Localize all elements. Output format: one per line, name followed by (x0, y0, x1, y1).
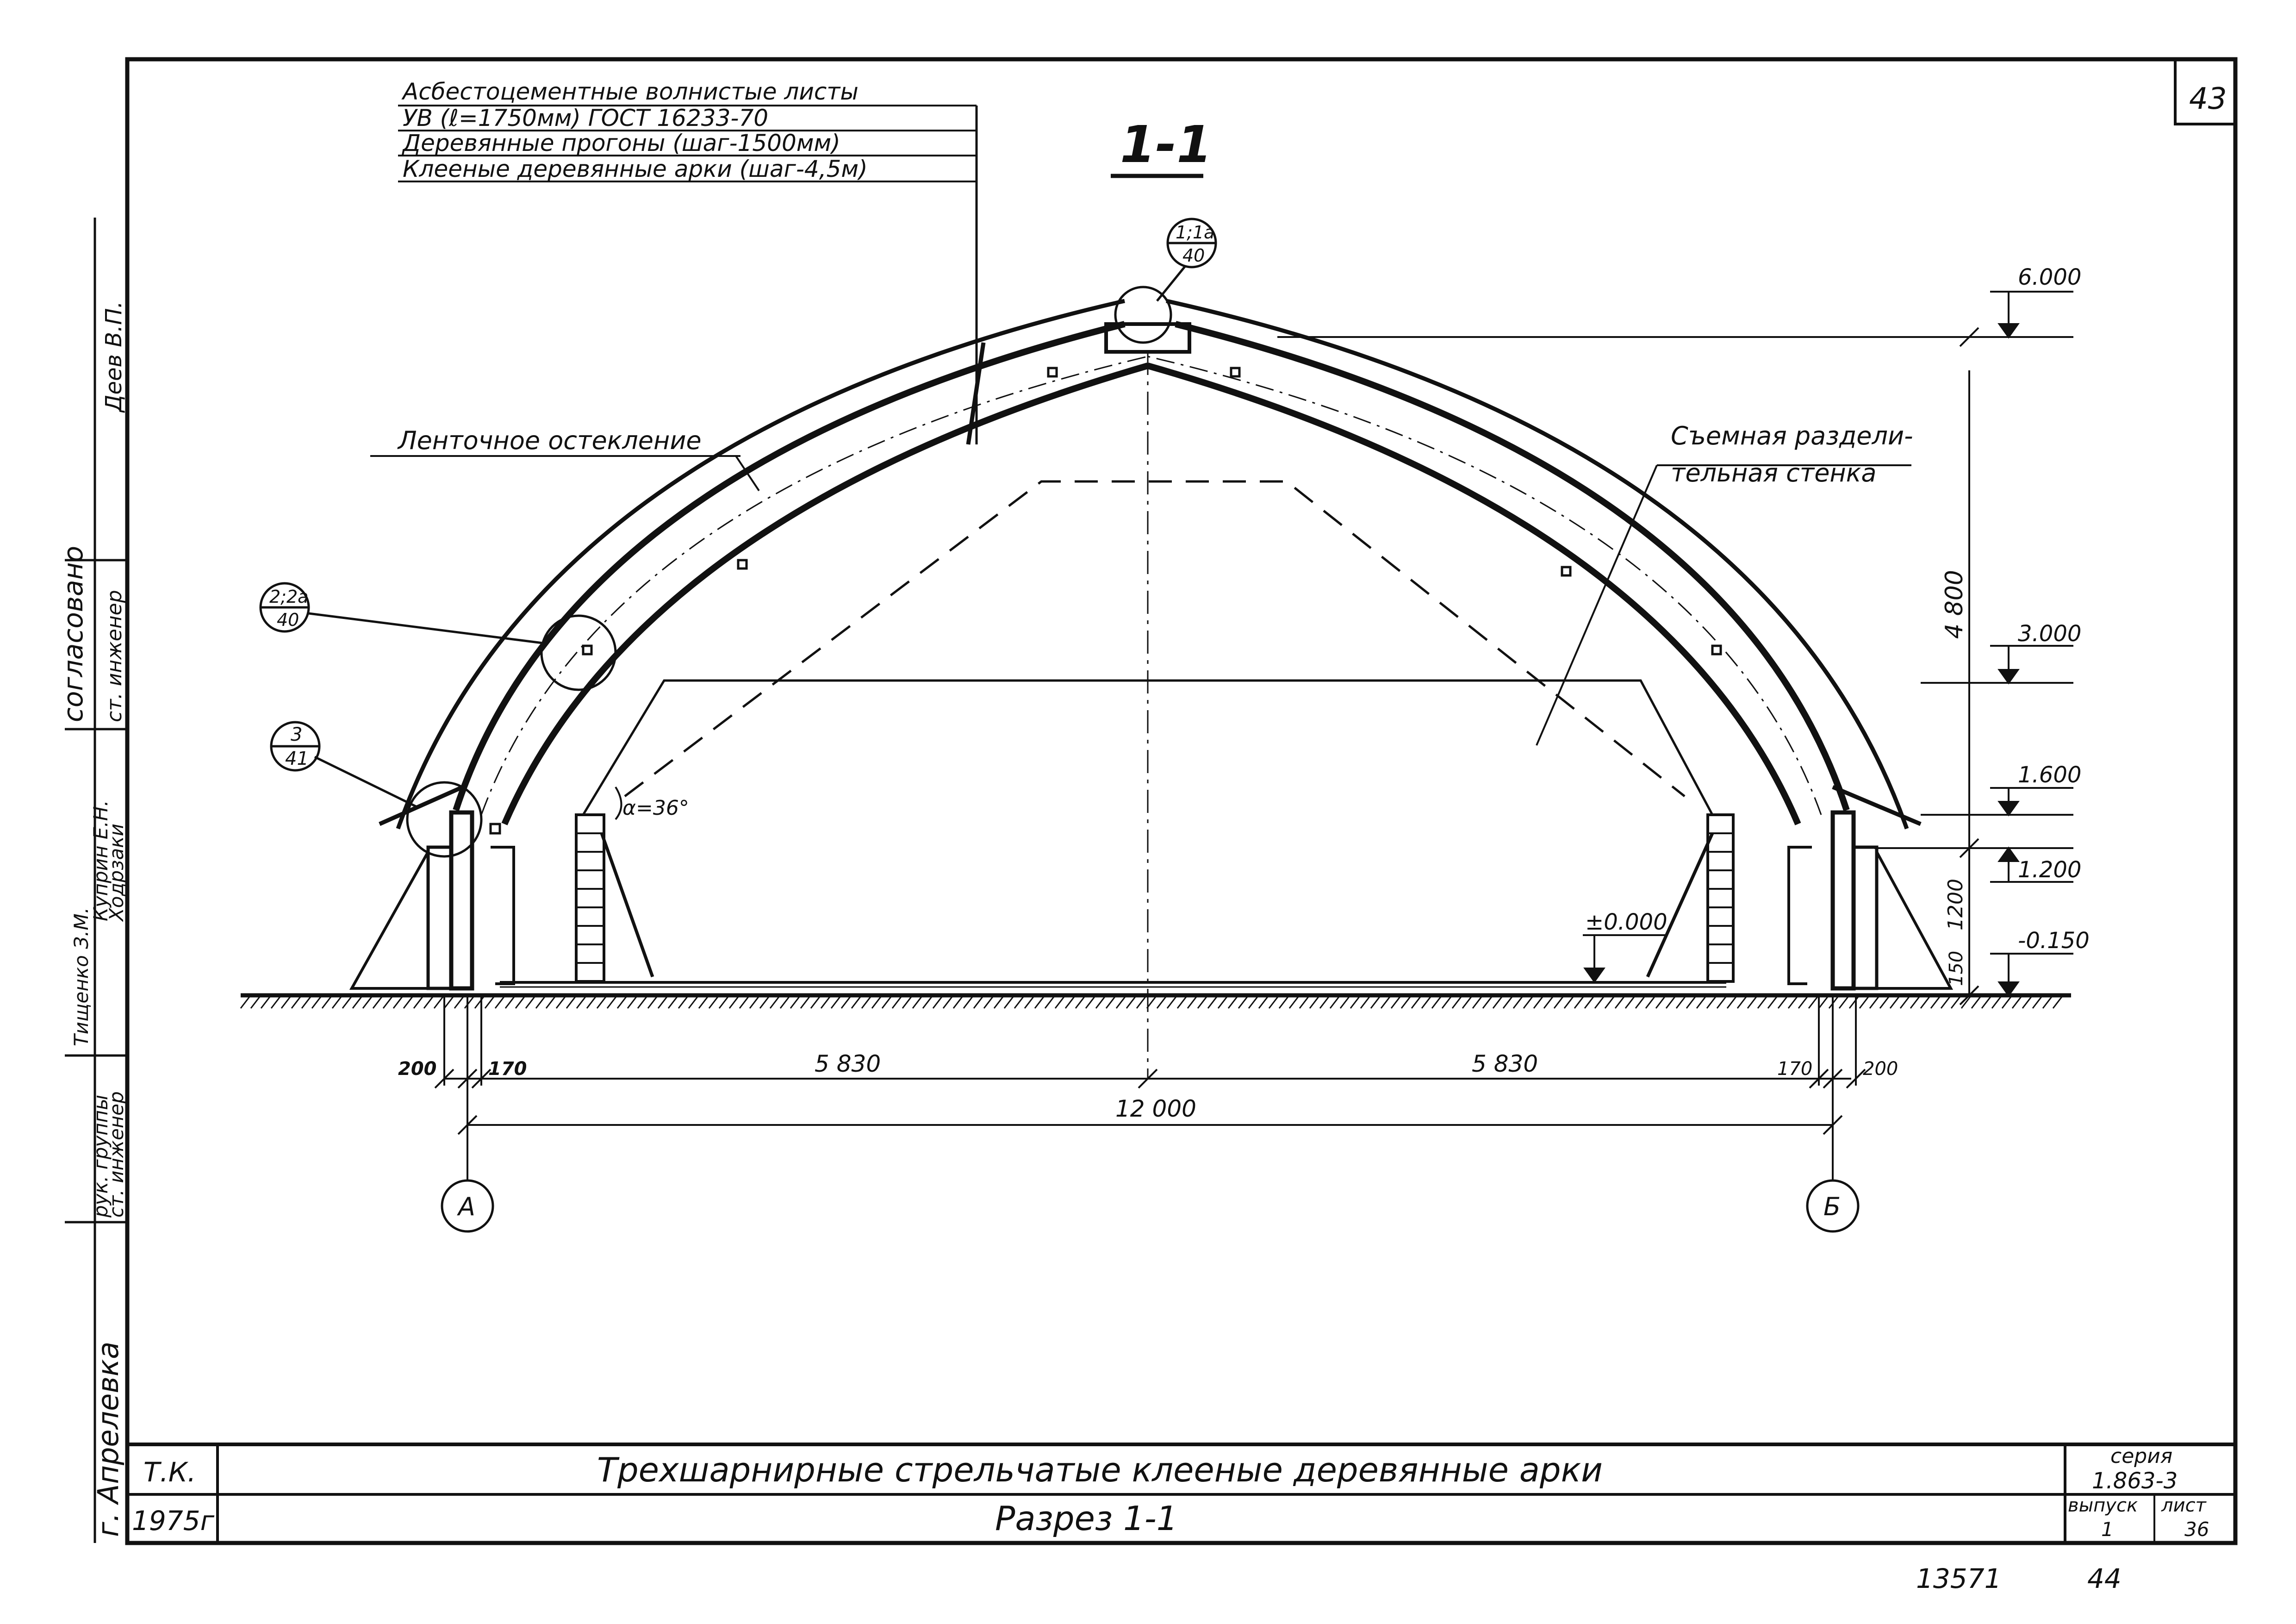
stamp-name-2: Тищенко З.М. (70, 907, 93, 1046)
arch-axis-left (480, 356, 1148, 815)
angle-label: α=36° (622, 796, 689, 820)
title-sub: Разрез 1-1 (995, 1499, 1178, 1538)
arch-structure (379, 299, 1922, 835)
arch-axis-right (1147, 356, 1822, 815)
sheet-frame (125, 57, 2238, 1545)
axis-bubbles (441, 1179, 1860, 1233)
horizontal-dims (434, 995, 1866, 1181)
stamp-agreed: согласовано (57, 546, 89, 722)
ground-line (241, 981, 2071, 998)
stamp-name-3: Куприн Е.Н. (89, 800, 112, 921)
legend-line-3: Деревянные прогоны (шаг-1500мм) (402, 130, 840, 156)
axis-a: А (457, 1192, 475, 1221)
angle-arc (615, 786, 622, 820)
elev-3000: 3.000 (2018, 621, 2081, 647)
stamp-city: г. Апрелевка (91, 1342, 125, 1537)
partition-label-2: тельная стенка (1671, 458, 1876, 487)
vdim-150: 150 (1946, 951, 1967, 986)
stamp-name-1: Деев В.П. (101, 301, 127, 413)
callout-low-bot: 41 (285, 748, 309, 769)
legend-line-2: УВ (ℓ=1750мм) ГОСТ 16233-70 (403, 105, 768, 131)
vdim-1200: 1200 (1944, 879, 1967, 931)
side-stamp-grid (65, 218, 127, 1543)
stamp-role-1: ст. инженер (103, 590, 126, 722)
title-year: 1975г (132, 1505, 215, 1537)
arch-left-bottom (501, 362, 1149, 825)
partition-outline (582, 679, 1714, 816)
dim-l200: 200 (398, 1058, 437, 1080)
axis-b: Б (1823, 1192, 1841, 1221)
elev-1600: 1.600 (2018, 762, 2081, 788)
inventory-number: 13571 (1916, 1563, 2002, 1594)
dim-l170: 170 (488, 1058, 527, 1080)
sheet-label: лист (2161, 1495, 2207, 1516)
legend-line-4: Клееные деревянные арки (шаг-4,5м) (403, 156, 868, 182)
arch-right-bottom (1147, 362, 1801, 825)
callout-low-top: 3 (291, 724, 302, 745)
legend-line-1: Асбестоцементные волнистые листы (401, 78, 859, 105)
stamp-role-3: ст. инженер (105, 1091, 128, 1218)
sheet-value: 36 (2184, 1518, 2209, 1541)
arch-left-top (453, 321, 1126, 812)
stamp-role-2: рук. группы (89, 1095, 112, 1218)
dim-total: 12 000 (1115, 1095, 1196, 1122)
series-label: серия (2110, 1444, 2172, 1468)
elevation-marks (1277, 291, 2073, 1006)
series-value: 1.863-3 (2092, 1468, 2178, 1494)
issue-value: 1 (2101, 1518, 2114, 1541)
page-number: 44 (2087, 1563, 2122, 1594)
dim-r170: 170 (1777, 1058, 1812, 1080)
callout-ridge-top: 1;1а (1176, 222, 1214, 243)
elev-6000: 6.000 (2018, 264, 2081, 290)
dim-r200: 200 (1863, 1058, 1898, 1080)
elev-minus-0150: -0.150 (2018, 928, 2090, 954)
elev-zero: ±0.000 (1585, 909, 1668, 935)
section-mark: 1-1 (1120, 115, 1212, 174)
issue-label: выпуск (2068, 1495, 2138, 1516)
stamp-name-4: Ходрзаки (105, 824, 128, 922)
title-org: Т.К. (143, 1456, 196, 1488)
callouts (259, 218, 1217, 858)
ground-hatch (240, 996, 2063, 1009)
callout-mid-top: 2;2а (269, 587, 308, 607)
partition-label-1: Съемная раздели- (1671, 421, 1913, 450)
title-main: Трехшарнирные стрельчатые клееные деревя… (597, 1450, 1603, 1489)
callout-mid-bot: 40 (277, 610, 299, 630)
arch-right-top (1175, 321, 1850, 812)
elev-1200: 1.200 (2018, 857, 2081, 883)
roofing-left (396, 299, 1126, 830)
callout-ridge-bot: 40 (1182, 245, 1205, 266)
dashed-outline (624, 480, 1686, 797)
glazing-label: Ленточное остекление (397, 426, 702, 455)
supports (349, 810, 1954, 991)
vdim-4800: 4 800 (1941, 570, 1968, 639)
sheet-number: 43 (2189, 82, 2227, 116)
dim-r5830: 5 830 (1472, 1050, 1538, 1077)
roofing-right (1166, 299, 1909, 830)
dim-l5830: 5 830 (815, 1050, 881, 1077)
